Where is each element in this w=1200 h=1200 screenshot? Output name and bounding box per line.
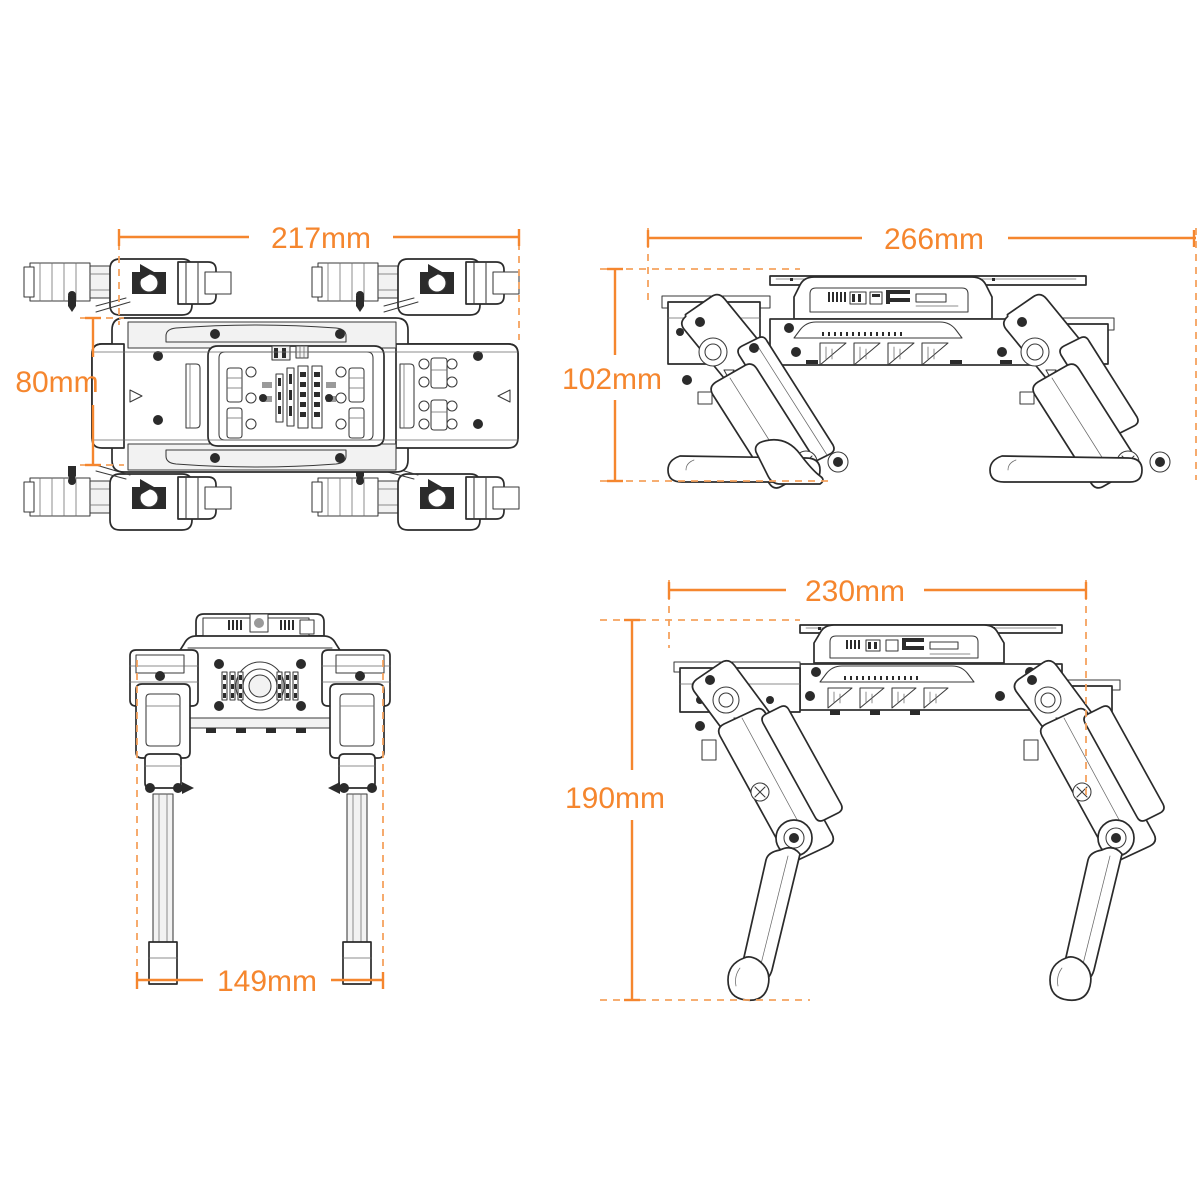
top-leg-front-right (311, 464, 520, 531)
front-grille-right (276, 671, 299, 701)
side-pcb-detail (828, 290, 959, 307)
dimension-217mm-label: 217mm (271, 222, 371, 255)
dimension-80mm-label: 80mm (15, 366, 98, 399)
dimension-217mm: 217mm (117, 222, 521, 340)
dimension-190mm-label: 190mm (565, 782, 665, 815)
top-chassis (91, 317, 519, 473)
dimension-266mm-label: 266mm (884, 223, 984, 256)
top-leg-front-left (23, 464, 232, 531)
front-pcb-detail (228, 613, 315, 635)
dimension-149mm: 149mm (135, 660, 385, 998)
side-leg-front (989, 293, 1171, 489)
side-leg-rear (667, 293, 849, 489)
dimension-190mm: 190mm (565, 618, 810, 1002)
front-grille-left (221, 671, 244, 701)
standing-vents (827, 687, 949, 709)
front-leg-right (321, 649, 391, 985)
view-side-standing (673, 624, 1165, 1002)
standing-leg-front (1013, 659, 1165, 1002)
standing-leg-rear (691, 659, 843, 1002)
view-front (129, 613, 391, 985)
standing-pcb-detail (846, 638, 971, 655)
dimension-266mm: 266mm (646, 223, 1197, 480)
dimension-230mm-label: 230mm (805, 575, 905, 608)
dimension-80mm: 80mm (15, 316, 124, 467)
top-leg-rear-left (23, 258, 232, 316)
dimension-102mm: 102mm (562, 267, 830, 483)
dimension-230mm: 230mm (667, 575, 1088, 800)
view-side-crouched (661, 275, 1171, 489)
side-vents (819, 342, 949, 366)
front-leg-left (129, 649, 199, 985)
top-leg-rear-right (311, 258, 520, 316)
view-top (23, 258, 520, 531)
dimension-102mm-label: 102mm (562, 363, 662, 396)
dimension-149mm-label: 149mm (217, 965, 317, 998)
